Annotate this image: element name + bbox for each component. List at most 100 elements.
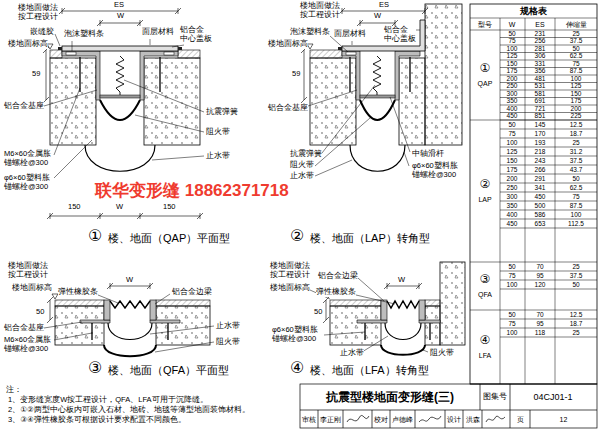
part-label: 楼地面做法 按工程设计 [300,2,340,19]
sealant [178,47,182,50]
rubber-strip [110,301,419,308]
title-block-frame [300,384,597,428]
part-label: 中轴滑杆 [412,150,444,159]
table-cell: 125 [507,53,518,60]
part-label: 楼地面标高 [12,284,52,293]
water-stop [350,145,405,171]
dimension-line [47,297,53,323]
callout-number: ② [290,227,304,245]
table-cell: QFA [478,291,492,298]
aluminium-base [419,320,440,323]
sealant [338,47,342,50]
table-header: W [509,21,516,28]
table-cell: 250 [507,83,518,90]
callout-number: ④ [290,359,304,377]
elevation-mark [47,44,313,299]
table-cell: 95 [536,320,543,327]
table-cell: 200 [507,175,518,182]
table-cell: 43.7 [570,166,583,173]
leader-line [44,34,204,178]
table-cell: 200 [507,76,518,83]
table-cell: 25 [572,31,579,38]
slide-bar [100,95,140,98]
slide-bar [100,95,395,98]
table-cell: ② [480,178,491,190]
part-label: 楼地面做法 按工程设计 [270,262,310,279]
table-cell: 350 [507,98,518,105]
part-label: W [117,12,124,21]
part-label: W [398,276,405,285]
aluminium-base [80,320,110,323]
table-cell: 50 [508,263,515,270]
edge-beam [104,300,425,320]
table-cell: 170 [535,130,546,137]
concrete-slab [50,4,465,345]
title-block-cell: 设计 [447,416,461,423]
concrete-slab [425,306,440,345]
floor-finish [55,300,104,306]
part-label: φ6×60塑料胀 锚螺栓@300 [412,162,458,179]
table-cell: 62.5 [570,53,583,60]
table-cell: 25 [572,329,579,336]
table-cell: 75 [508,320,515,327]
foam-strip [66,52,356,55]
part-label: 止水带 [206,152,230,161]
floor-finish [425,300,440,306]
table-cell: 12.5 [570,311,583,318]
table-cell: 87.5 [570,68,583,75]
title-block-cell: 卢德峰 [392,416,413,423]
foam-strip [66,52,76,55]
title-block-cell: 12 [560,416,568,423]
table-cell: 31.2 [570,148,583,155]
concrete-slab [310,58,356,145]
table-cell: 356 [535,68,546,75]
part-label: 泡沫塑料条 [290,28,330,37]
table-header: 型号 [478,21,492,28]
title-block-cell: 校对 [374,416,388,423]
table-cell: 218 [535,148,546,155]
table-cell: 450 [507,220,518,227]
part-label: 阻火带 [216,338,240,347]
water-stop [85,145,155,171]
fire-barrier [104,345,156,356]
table-cell: ③ [480,273,491,285]
table-cell: 175 [507,68,518,75]
table-cell: 531 [535,83,546,90]
table-cell: LAP [478,196,491,203]
title-block-frame [300,384,597,428]
part-label: 抗震弹簧 [206,108,238,117]
table-cell: 12.5 [570,121,583,128]
table-cell: ④ [480,334,491,346]
table-cell: 250 [507,184,518,191]
cover-plate [62,20,425,51]
edge-beam [150,300,156,320]
part-label: 150 [68,203,81,212]
table-cell: 50 [508,311,515,318]
table-cell: 300 [507,91,518,98]
dimension-line [47,213,203,219]
table-cell: 266 [535,166,546,173]
table-cell: 100 [507,139,518,146]
part-label: φ6×60塑料胀 锚螺栓@300 [4,174,50,191]
floor-finish [156,300,210,306]
title-block-cell: 李正刚 [320,416,341,423]
dimension-line [323,297,329,323]
figure-caption: 楼、地面（QAP）平面型 [108,232,230,245]
table-cell: 50 [572,281,579,288]
aluminium-base [150,320,180,323]
table-cell: 100 [507,281,518,288]
part-label: 铝合金 中心盖板 [180,26,212,43]
table-cell: 193 [535,139,546,146]
part-label: 楼地面标高 [268,40,308,49]
table-cell: 50 [572,46,579,53]
table-cell: 300 [507,193,518,200]
table-cell: 75 [508,272,515,279]
table-cell: 586 [535,211,546,218]
part-label: 铝合金边梁 [318,272,358,281]
concrete-slab [156,306,210,345]
table-cell: 400 [507,106,518,113]
part-label: 楼地面标高 [8,40,48,49]
table-cell: 120 [535,281,546,288]
part-label: 止水带 [216,322,240,331]
